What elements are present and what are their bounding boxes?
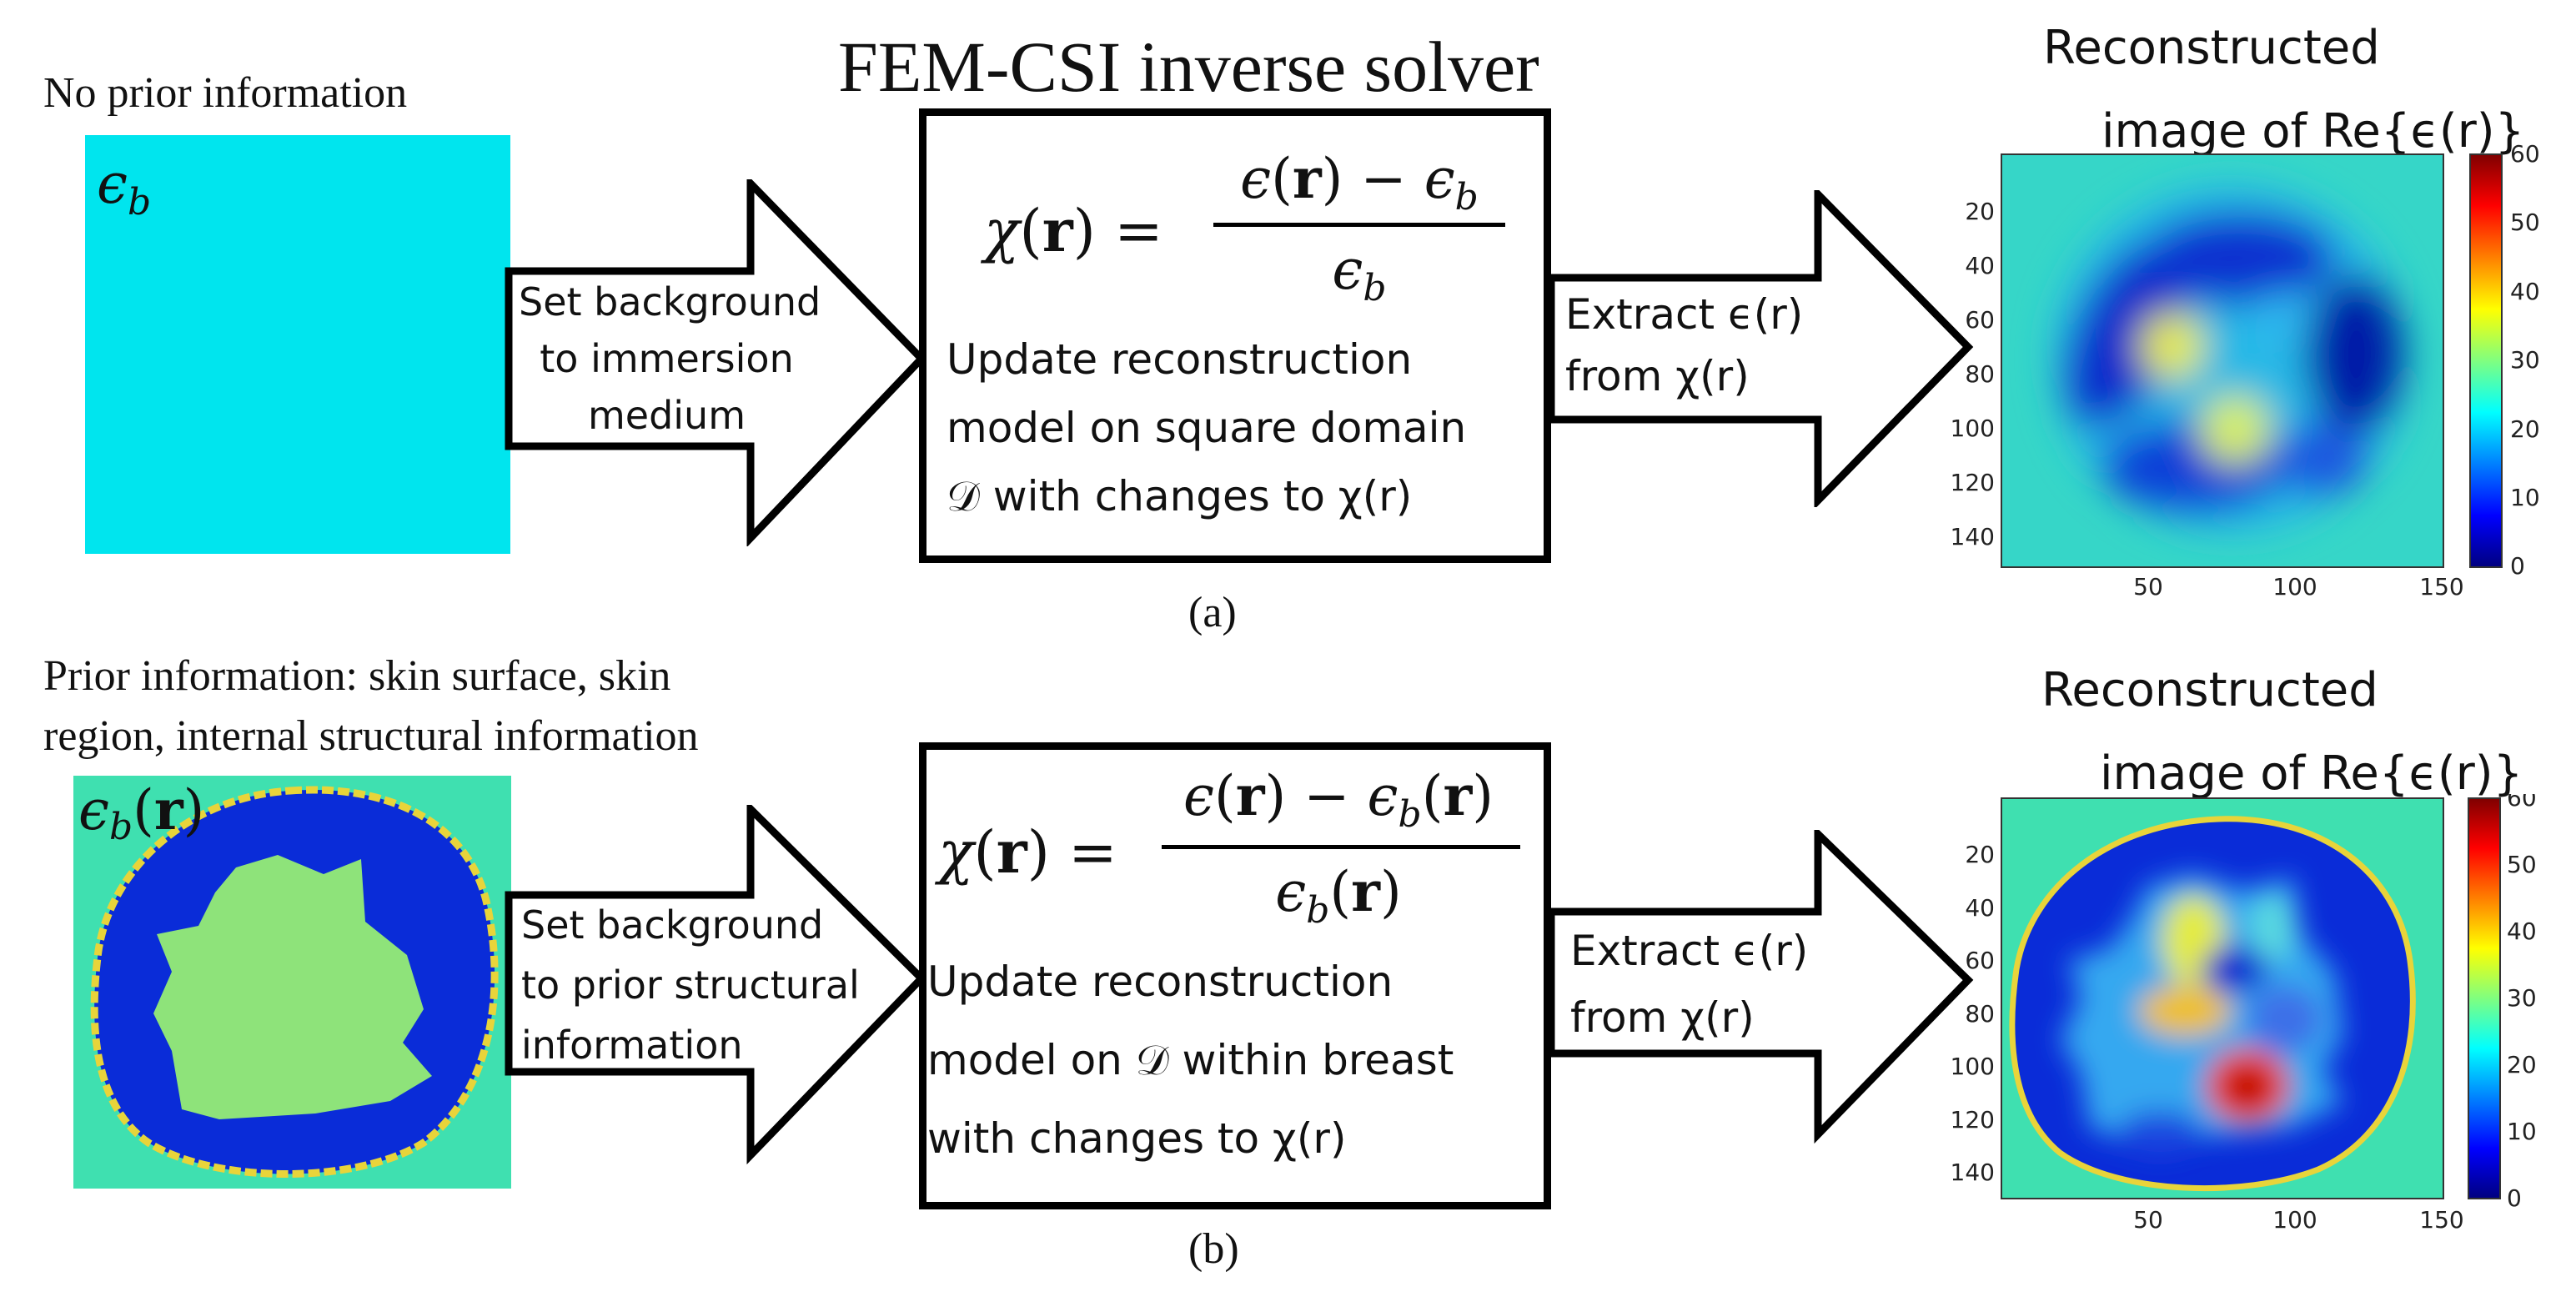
cbar-tick: 0 xyxy=(2510,552,2525,580)
arrow-set-background-a xyxy=(505,179,927,546)
y-tick: 80 xyxy=(1965,360,1995,388)
y-tick: 40 xyxy=(1965,894,1995,922)
solver-box-b xyxy=(919,742,1551,1209)
solver-box-a xyxy=(919,108,1551,563)
y-tick: 80 xyxy=(1965,1000,1995,1028)
background-square-a: ϵb xyxy=(85,135,510,554)
y-tick: 140 xyxy=(1951,523,1995,550)
cbar-tick: 10 xyxy=(2510,484,2540,511)
y-tick: 120 xyxy=(1951,469,1995,496)
x-tick: 100 xyxy=(2272,573,2317,601)
cbar-tick: 30 xyxy=(2507,984,2537,1012)
arrow-extract-b xyxy=(1547,830,1974,1144)
cbar-tick: 20 xyxy=(2510,415,2540,443)
colorbar xyxy=(2469,153,2503,568)
arrow-label-a: Set background to immersion medium xyxy=(519,279,821,438)
y-tick: 140 xyxy=(1951,1159,1995,1186)
extract-label-a: Extract ϵ(r) from χ(r) xyxy=(1565,290,1804,400)
prior-label-a: No prior information xyxy=(43,69,408,117)
y-tick: 40 xyxy=(1965,252,1995,279)
epsilon-b-label-a: ϵb xyxy=(97,152,152,224)
y-tick: 60 xyxy=(1965,947,1995,974)
formula-b: χ(r) = ϵ(r) − ϵb(r) ϵb(r) xyxy=(938,763,1539,932)
cbar-tick: 60 xyxy=(2507,794,2537,812)
epsilon-b-r-label: ϵb(r) xyxy=(78,777,204,848)
cbar-tick: 40 xyxy=(2507,917,2537,945)
y-tick: 20 xyxy=(1965,841,1995,868)
cbar-tick: 50 xyxy=(2507,851,2537,878)
x-tick: 150 xyxy=(2419,573,2463,601)
prior-label-b: Prior information: skin surface, skin re… xyxy=(43,652,699,760)
cbar-tick: 50 xyxy=(2510,209,2540,236)
solver-text-a: Update reconstruction model on square do… xyxy=(947,335,1467,520)
extract-label-b: Extract ϵ(r) from χ(r) xyxy=(1570,927,1809,1042)
result-title-b: Reconstructed image of Re{ϵ(r)} xyxy=(2041,663,2523,801)
cbar-tick: 10 xyxy=(2507,1118,2537,1145)
cbar-tick: 40 xyxy=(2510,278,2540,305)
cbar-tick: 0 xyxy=(2507,1184,2522,1212)
cbar-tick: 60 xyxy=(2510,142,2540,168)
formula-a: χ(r) = ϵ(r) − ϵb ϵb xyxy=(984,146,1518,313)
y-tick: 100 xyxy=(1951,1053,1995,1080)
x-tick: 50 xyxy=(2133,573,2163,601)
reconstructed-image-a: 20 40 60 80 100 120 140 50 100 150 60 50… xyxy=(1951,142,2540,601)
y-tick: 60 xyxy=(1965,306,1995,334)
caption-a: (a) xyxy=(1188,589,1237,636)
colorbar xyxy=(2468,797,2501,1199)
reconstructed-image-b: 20 40 60 80 100 120 140 50 100 150 60 50… xyxy=(1951,794,2537,1234)
y-tick: 20 xyxy=(1965,198,1995,225)
x-tick: 100 xyxy=(2272,1206,2317,1234)
diagram-title: FEM-CSI inverse solver xyxy=(838,27,1539,107)
arrow-label-b: Set background to prior structural infor… xyxy=(521,902,860,1068)
y-tick: 120 xyxy=(1951,1106,1995,1134)
solver-text-b: Update reconstruction model on 𝒟 within … xyxy=(927,958,1454,1163)
x-tick: 50 xyxy=(2133,1206,2163,1234)
arrow-set-background-b xyxy=(505,805,927,1165)
y-tick: 100 xyxy=(1951,415,1995,442)
structural-prior-image-b: ϵb(r) xyxy=(73,776,511,1189)
cbar-tick: 20 xyxy=(2507,1051,2537,1078)
cbar-tick: 30 xyxy=(2510,346,2540,374)
arrow-extract-a xyxy=(1547,190,1974,507)
x-tick: 150 xyxy=(2419,1206,2463,1234)
caption-b: (b) xyxy=(1188,1225,1239,1273)
result-title-a: Reconstructed image of Re{ϵ(r)} xyxy=(2043,21,2525,158)
